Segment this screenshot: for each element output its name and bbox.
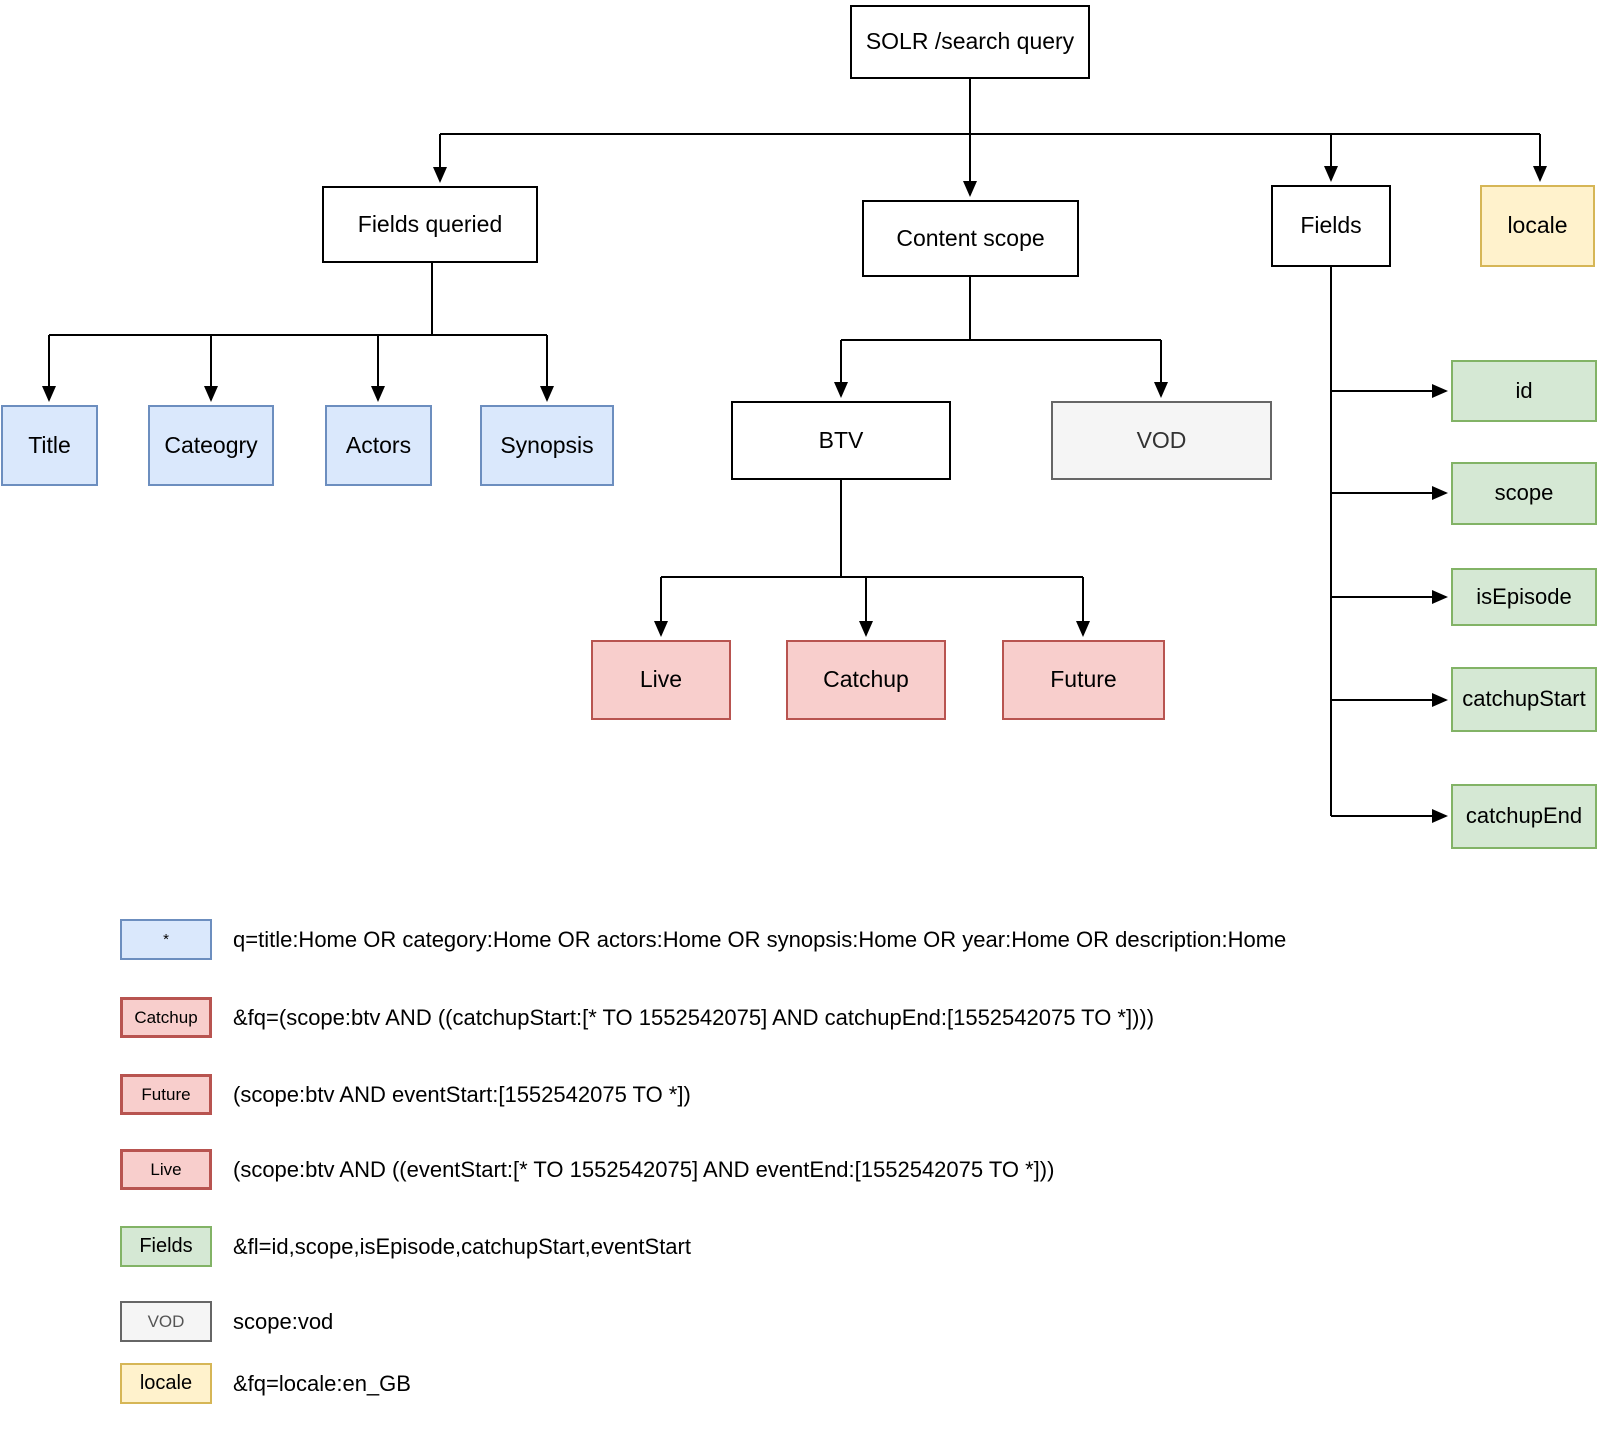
legend-row-catchup: Catchup &fq=(scope:btv AND ((catchupStar… [120, 997, 1154, 1038]
node-synopsis: Synopsis [480, 405, 614, 486]
node-isepisode: isEpisode [1451, 568, 1597, 626]
legend-value-wildcard: q=title:Home OR category:Home OR actors:… [233, 926, 1287, 952]
node-fields-queried: Fields queried [322, 186, 538, 263]
legend-swatch-fields: Fields [120, 1226, 212, 1267]
legend-swatch-vod: VOD [120, 1301, 212, 1342]
node-future: Future [1002, 640, 1165, 720]
legend-value-locale: &fq=locale:en_GB [233, 1370, 411, 1396]
node-locale: locale [1480, 185, 1595, 267]
legend-value-future: (scope:btv AND eventStart:[1552542075 TO… [233, 1081, 691, 1107]
node-actors: Actors [325, 405, 432, 486]
legend-row-locale: locale &fq=locale:en_GB [120, 1363, 411, 1404]
node-id: id [1451, 360, 1597, 422]
legend-swatch-locale: locale [120, 1363, 212, 1404]
node-fields: Fields [1271, 185, 1391, 267]
node-title: Title [1, 405, 98, 486]
legend-row-live: Live (scope:btv AND ((eventStart:[* TO 1… [120, 1149, 1054, 1190]
node-solr-query: SOLR /search query [850, 5, 1090, 79]
node-vod: VOD [1051, 401, 1272, 480]
legend-value-catchup: &fq=(scope:btv AND ((catchupStart:[* TO … [233, 1004, 1155, 1030]
legend-row-vod: VOD scope:vod [120, 1301, 333, 1342]
node-catchupstart: catchupStart [1451, 667, 1597, 732]
node-cateogry: Cateogry [148, 405, 274, 486]
legend-row-wildcard: * q=title:Home OR category:Home OR actor… [120, 919, 1286, 960]
legend-value-vod: scope:vod [233, 1308, 334, 1334]
legend-value-fields: &fl=id,scope,isEpisode,catchupStart,even… [233, 1233, 691, 1259]
node-catchup: Catchup [786, 640, 946, 720]
node-btv: BTV [731, 401, 951, 480]
node-scope: scope [1451, 462, 1597, 525]
legend-row-fields: Fields &fl=id,scope,isEpisode,catchupSta… [120, 1226, 691, 1267]
legend-swatch-wildcard: * [120, 919, 212, 960]
node-content-scope: Content scope [862, 200, 1079, 277]
node-catchupend: catchupEnd [1451, 784, 1597, 849]
legend-swatch-catchup: Catchup [120, 997, 212, 1038]
legend-swatch-live: Live [120, 1149, 212, 1190]
node-live: Live [591, 640, 731, 720]
legend-value-live: (scope:btv AND ((eventStart:[* TO 155254… [233, 1156, 1055, 1182]
legend-row-future: Future (scope:btv AND eventStart:[155254… [120, 1074, 691, 1115]
legend-swatch-future: Future [120, 1074, 212, 1115]
